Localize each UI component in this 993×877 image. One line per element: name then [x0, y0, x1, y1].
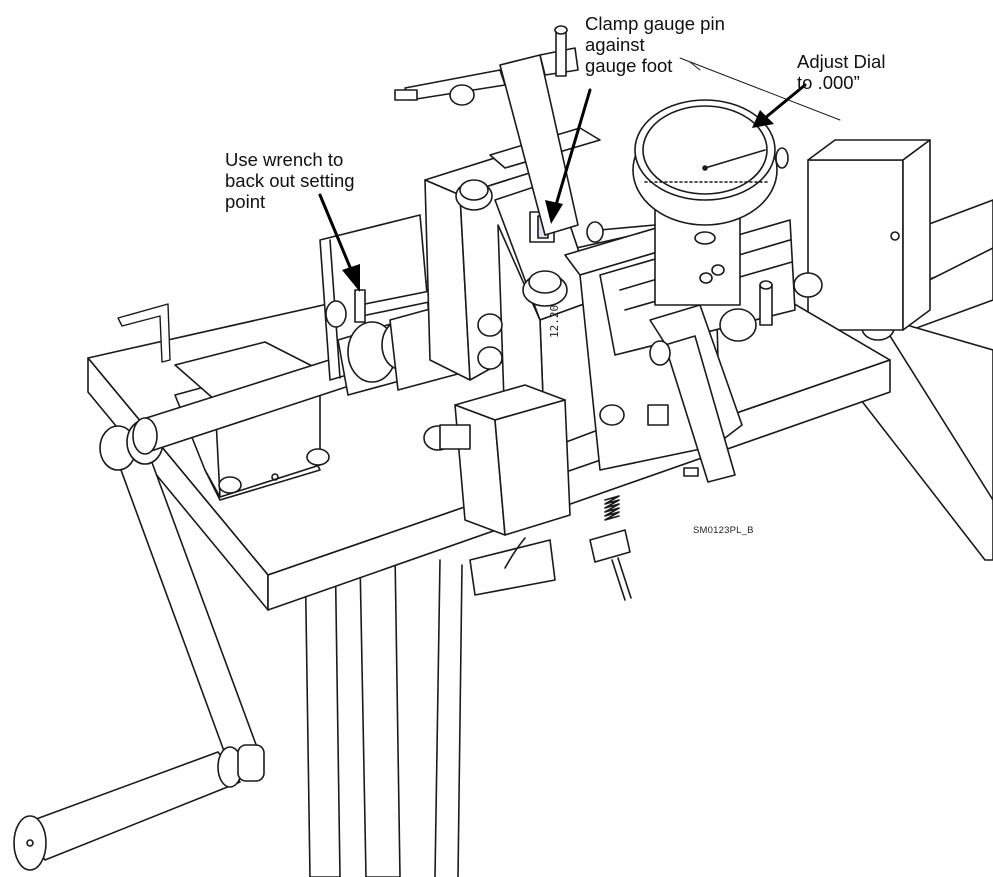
wrench-callout-arrow — [318, 193, 354, 274]
crank-handle — [13, 419, 265, 871]
clamp-lever — [394, 25, 579, 236]
dial-callout-label: Adjust Dial to .000” — [797, 51, 886, 93]
clamp-callout-label: Clamp gauge pin against gauge foot — [585, 13, 725, 76]
spring-plunger — [589, 467, 699, 601]
clamp-callout-arrow — [554, 88, 592, 207]
clamp-arrowhead — [545, 200, 563, 224]
dial-arrowhead — [752, 110, 774, 128]
dial-indicator — [586, 99, 789, 306]
guide-lines — [679, 57, 841, 121]
wrench-arrowhead — [342, 264, 360, 292]
hex-key — [117, 303, 171, 363]
wrench-callout-label: Use wrench to back out setting point — [225, 149, 355, 212]
bearing-block — [132, 341, 353, 501]
dial-callout-arrow — [763, 83, 807, 120]
block-stamp: 12.20 — [548, 304, 561, 338]
figure-code: SM0123PL_B — [693, 525, 754, 536]
lower-block — [423, 384, 571, 536]
frame-arm — [807, 139, 993, 561]
callout-arrows — [318, 83, 807, 292]
stand-legs — [304, 537, 463, 877]
